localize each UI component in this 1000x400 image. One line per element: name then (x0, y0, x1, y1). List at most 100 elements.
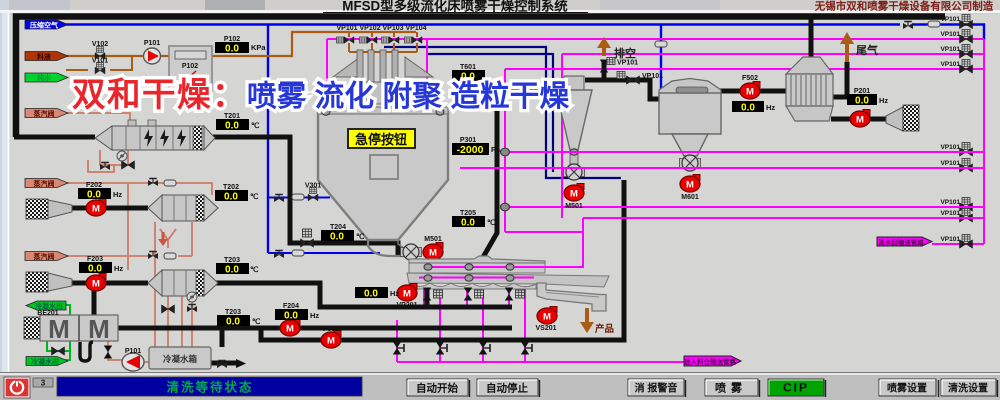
svg-text:0.0: 0.0 (225, 44, 239, 55)
svg-text:T201: T201 (224, 113, 240, 120)
svg-text:冷凝水出: 冷凝水出 (35, 301, 63, 310)
svg-text:Hz: Hz (766, 103, 775, 112)
svg-text:无锡市双和喷雾干燥设备有限公司制造: 无锡市双和喷雾干燥设备有限公司制造 (814, 0, 994, 13)
svg-text:P102: P102 (224, 36, 240, 43)
svg-text:Pa: Pa (491, 145, 501, 154)
svg-text:VS201: VS201 (535, 325, 556, 332)
svg-text:V102: V102 (92, 41, 108, 48)
svg-text:黑水回输送管路: 黑水回输送管路 (878, 237, 924, 246)
svg-text:双和干燥：: 双和干燥： (72, 77, 247, 114)
svg-text:VP101: VP101 (940, 160, 960, 167)
svg-text:0.0: 0.0 (330, 232, 344, 243)
svg-text:进入料仓输送管路: 进入料仓输送管路 (684, 357, 737, 366)
svg-text:0.0: 0.0 (88, 264, 102, 275)
svg-text:0.0: 0.0 (284, 311, 298, 322)
svg-text:VP101: VP101 (940, 236, 960, 243)
svg-text:急停按钮: 急停按钮 (355, 132, 407, 147)
svg-text:Hz: Hz (879, 96, 888, 105)
svg-text:3: 3 (41, 379, 46, 388)
svg-text:冷凝水箱: 冷凝水箱 (163, 354, 198, 364)
svg-text:VP201: VP201 (396, 302, 417, 309)
svg-text:纯水: 纯水 (37, 73, 52, 82)
svg-text:排空: 排空 (614, 46, 636, 60)
svg-text:VP103: VP103 (382, 25, 403, 32)
svg-text:0.0: 0.0 (224, 192, 238, 203)
svg-text:喷雾设置: 喷雾设置 (887, 382, 927, 395)
svg-text:0.0: 0.0 (461, 218, 475, 229)
svg-text:KPa: KPa (251, 43, 266, 52)
svg-text:蒸汽阀: 蒸汽阀 (34, 252, 55, 261)
svg-text:F601: F601 (323, 326, 339, 333)
svg-text:℃: ℃ (250, 192, 259, 201)
svg-text:CIP: CIP (783, 381, 809, 395)
svg-text:0.0: 0.0 (225, 265, 239, 276)
svg-text:P101: P101 (125, 348, 141, 355)
svg-text:T601: T601 (460, 64, 476, 71)
svg-text:VP104: VP104 (405, 25, 426, 32)
svg-text:℃: ℃ (250, 265, 259, 274)
svg-text:Hz: Hz (114, 264, 123, 273)
svg-text:T203: T203 (225, 309, 241, 316)
svg-text:T202: T202 (223, 184, 239, 191)
svg-text:VP101: VP101 (940, 46, 960, 53)
svg-text:℃: ℃ (252, 317, 261, 326)
svg-text:M501: M501 (565, 203, 583, 210)
svg-text:℃: ℃ (251, 121, 260, 130)
svg-text:F204: F204 (283, 303, 299, 310)
svg-text:VP101: VP101 (940, 210, 960, 217)
svg-text:VP101: VP101 (617, 60, 638, 67)
svg-text:T203: T203 (224, 257, 240, 264)
svg-text:P102: P102 (182, 63, 198, 70)
svg-text:0.0: 0.0 (226, 317, 240, 328)
svg-text:料液: 料液 (37, 52, 52, 61)
svg-text:压缩空气: 压缩空气 (30, 20, 58, 29)
svg-text:P301: P301 (460, 137, 476, 144)
svg-text:0.0: 0.0 (461, 72, 475, 83)
svg-text:自动停止: 自动停止 (486, 382, 528, 395)
svg-text:蒸汽阀: 蒸汽阀 (34, 109, 55, 118)
svg-text:清洗等待状态: 清洗等待状态 (166, 380, 253, 395)
svg-text:F202: F202 (86, 182, 102, 189)
svg-text:BE201: BE201 (37, 310, 59, 317)
svg-text:消 报警音: 消 报警音 (635, 382, 678, 395)
svg-text:F502: F502 (742, 75, 758, 82)
svg-text:自动开始: 自动开始 (416, 382, 458, 395)
svg-text:VP101: VP101 (940, 16, 960, 23)
svg-text:喷雾 流化 附聚 造粒干燥: 喷雾 流化 附聚 造粒干燥 (247, 79, 569, 113)
svg-text:V101: V101 (92, 58, 108, 65)
svg-text:冷凝水进: 冷凝水进 (31, 357, 59, 366)
svg-text:0.0: 0.0 (741, 103, 755, 114)
svg-text:M: M (88, 314, 110, 344)
svg-text:M: M (48, 314, 70, 344)
svg-text:VP102: VP102 (359, 25, 380, 32)
svg-text:M501: M501 (424, 236, 442, 243)
svg-text:T204: T204 (330, 224, 346, 231)
svg-text:Hz: Hz (310, 311, 319, 320)
svg-text:F203: F203 (87, 256, 103, 263)
svg-text:0.0: 0.0 (225, 121, 239, 132)
svg-text:VP101: VP101 (940, 144, 960, 151)
svg-text:尾气: 尾气 (855, 43, 878, 57)
svg-text:VP101: VP101 (940, 61, 960, 68)
svg-text:喷雾: 喷雾 (715, 381, 747, 395)
svg-text:产品: 产品 (595, 323, 614, 335)
svg-text:VP101: VP101 (336, 25, 357, 32)
svg-text:Hz: Hz (113, 190, 122, 199)
svg-text:Hz: Hz (390, 289, 399, 298)
svg-text:P101: P101 (144, 40, 160, 47)
svg-text:M601: M601 (681, 194, 699, 201)
svg-text:VP101: VP101 (940, 199, 960, 206)
svg-text:0.0: 0.0 (87, 190, 101, 201)
svg-text:℃: ℃ (356, 232, 365, 241)
svg-text:VP101: VP101 (642, 73, 663, 80)
svg-text:蒸汽阀: 蒸汽阀 (34, 179, 55, 188)
svg-text:P201: P201 (854, 88, 870, 95)
svg-text:℃: ℃ (487, 218, 496, 227)
svg-text:T205: T205 (460, 210, 476, 217)
svg-text:0.0: 0.0 (855, 96, 869, 107)
svg-text:0.0: 0.0 (364, 289, 378, 300)
svg-text:V301: V301 (305, 183, 321, 190)
svg-text:VP101: VP101 (940, 31, 960, 38)
svg-text:MFSD型多级流化床喷雾干燥控制系统: MFSD型多级流化床喷雾干燥控制系统 (342, 0, 568, 14)
svg-text:-2000: -2000 (457, 144, 484, 156)
